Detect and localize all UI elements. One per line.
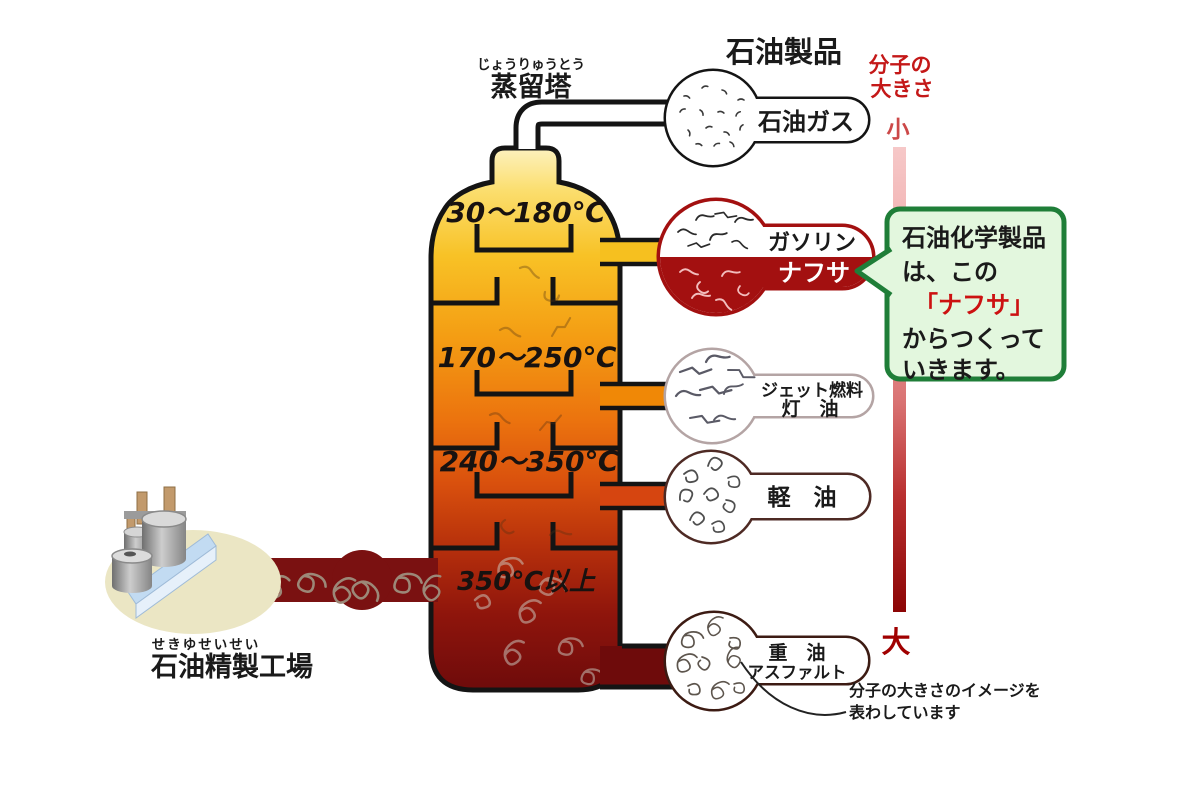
note-line1: 分子の大きさのイメージを — [849, 681, 1041, 700]
bubble-line1: 石油化学製品 — [901, 224, 1046, 252]
axis-title-line2: 大きさ — [871, 77, 934, 101]
diesel-bulb: 軽 油 — [663, 449, 872, 545]
heavy-asphalt-bulb: 重 油 アスファルト — [663, 610, 871, 712]
asphalt-label: アスファルト — [748, 663, 847, 682]
speech-bubble-tail — [854, 246, 893, 298]
products-title: 石油製品 — [725, 35, 842, 69]
gas-pipe — [513, 99, 672, 149]
gas-label: 石油ガス — [757, 108, 854, 136]
bubble-line2: は、この — [902, 258, 998, 286]
temp-section-2: 170〜250℃ — [438, 341, 617, 374]
molecule-note: 分子の大きさのイメージを 表わしています — [740, 661, 1041, 722]
axis-title-line1: 分子の — [869, 53, 932, 77]
tower-title: 蒸留塔 — [491, 72, 573, 103]
bubble-line3: 「ナフサ」 — [914, 291, 1034, 319]
temp-section-3: 240〜350℃ — [440, 445, 619, 478]
tower-trays — [431, 224, 620, 551]
jet-label: ジェット燃料 — [761, 380, 863, 401]
heavy-oil-label: 重 油 — [768, 642, 825, 664]
temp-section-4: 350℃以上 — [457, 567, 596, 597]
axis-small-label: 小 — [887, 117, 910, 143]
bubble-line4: からつくって — [902, 325, 1045, 353]
naphtha-speech-bubble: 石油化学製品 は、この 「ナフサ」 からつくって いきます。 — [854, 206, 1067, 384]
kerosene-label: 灯 油 — [781, 398, 838, 420]
note-leader-line — [740, 661, 847, 716]
factory-tanks — [111, 510, 187, 593]
refinery-factory: せきゆせいせい 石油精製工場 — [105, 486, 313, 683]
tower-furigana: じょうりゅうとう — [477, 57, 585, 73]
naphtha-label: ナフサ — [778, 259, 850, 287]
molecule-size-axis: 分子の 大きさ 小 大 — [869, 53, 934, 659]
gas-bulb: 石油ガス — [663, 68, 871, 168]
diesel-label: 軽 油 — [768, 485, 837, 511]
note-line2: 表わしています — [848, 703, 961, 722]
distillation-tower — [428, 145, 623, 693]
factory-furigana: せきゆせいせい — [152, 637, 261, 653]
gasoline-naphtha-bulb: ガソリン ナフサ — [656, 197, 876, 317]
factory-label: 石油精製工場 — [150, 652, 313, 683]
temp-section-1: 30〜180℃ — [446, 196, 605, 229]
gasoline-label: ガソリン — [768, 231, 856, 256]
jet-kerosene-bulb: ジェット燃料 灯 油 — [663, 347, 875, 445]
axis-large-label: 大 — [881, 625, 910, 659]
bubble-line5: いきます。 — [902, 356, 1020, 384]
